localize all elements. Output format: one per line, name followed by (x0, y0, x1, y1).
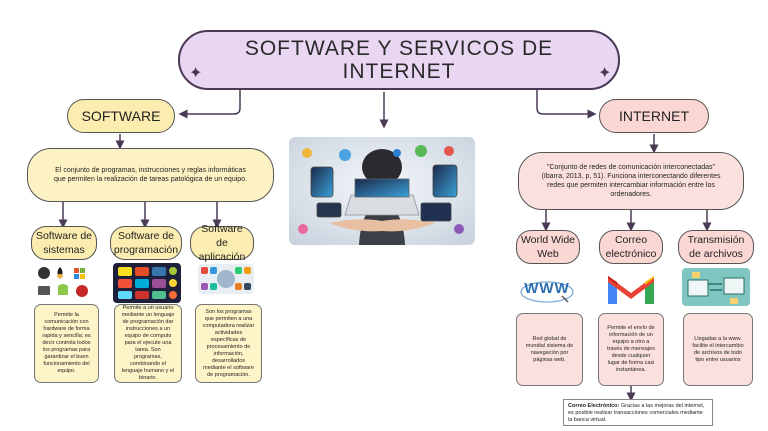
tech-hands-image (289, 137, 475, 245)
file-transfer-icon (682, 268, 750, 306)
software-programacion-detail: Permite a un usuario mediante un lenguaj… (114, 304, 182, 383)
category-transmision-archivos: Transmisión de archivos (678, 230, 754, 264)
www-icon: WWW (518, 268, 576, 306)
software-description: El conjunto de programas, instrucciones … (27, 148, 274, 202)
internet-description: "Conjunto de redes de comunicación inter… (518, 152, 744, 210)
sparkle-icon: ✦ (598, 65, 612, 82)
application-icons (198, 264, 254, 294)
correo-detail: Permite el envío de información de un eq… (598, 313, 664, 386)
os-logos-icon (34, 264, 94, 300)
category-software-programacion: Software de programación (110, 226, 182, 260)
gmail-icon (604, 268, 658, 308)
svg-text:WWW: WWW (524, 280, 569, 297)
category-software-aplicacion: Software de aplicación (190, 223, 254, 263)
transmision-detail: Llegadas a la www. facilite el intercamb… (683, 313, 753, 386)
note-text: Gracias a las mejoras del internet, es p… (568, 403, 705, 423)
sparkle-icon: ✦ (189, 65, 203, 82)
internet-header: INTERNET (599, 99, 709, 133)
category-correo-electronico: Correo electrónico (599, 230, 663, 264)
correo-note: Correo Electrónico: Gracias a las mejora… (563, 399, 713, 426)
category-world-wide-web: World Wide Web (516, 230, 580, 264)
category-software-sistemas: Software de sistemas (31, 226, 97, 260)
software-header: SOFTWARE (67, 99, 175, 133)
programming-languages-icon (113, 263, 181, 303)
main-title: SOFTWARE Y SERVICOS DE INTERNET (178, 30, 620, 90)
note-label: Correo Electrónico: (568, 403, 620, 409)
software-sistemas-detail: Permite la comunicación con hardware de … (34, 304, 99, 383)
www-detail: Red global de mundial sistema de navegac… (516, 313, 583, 386)
software-aplicacion-detail: Son los programas que permiten a una com… (195, 304, 262, 383)
